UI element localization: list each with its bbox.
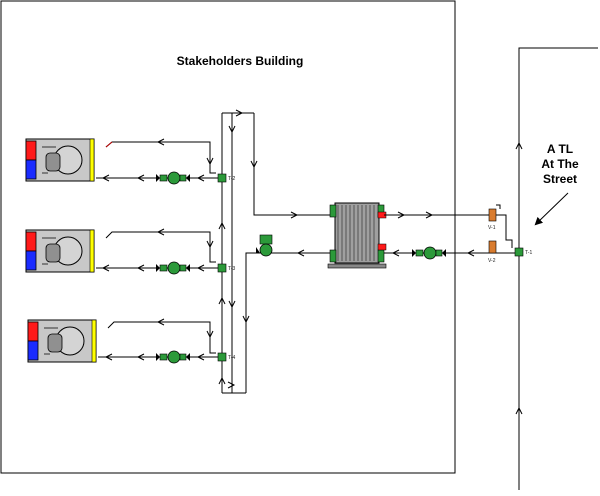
pump-unit-1: [155, 171, 191, 185]
pump-building-loop: [256, 234, 273, 257]
street-line: [518, 47, 598, 490]
atl-pointer-arrow: [534, 192, 569, 226]
tag-t4: T-4: [228, 355, 235, 361]
valve-v2: [488, 240, 497, 254]
building-outline: [0, 0, 456, 474]
pump-street-loop: [411, 246, 447, 260]
tag-t2: T-2: [228, 176, 235, 182]
tee-t4: [217, 352, 227, 362]
tee-t1: [514, 247, 524, 257]
tee-t3: [217, 263, 227, 273]
building-label: Stakeholders Building: [177, 54, 304, 68]
tag-v1: V-1: [488, 225, 496, 231]
pump-unit-2: [155, 261, 191, 275]
heat-exchanger: [327, 202, 387, 269]
valve-v1: [488, 208, 497, 222]
heat-pump-unit-1: [25, 138, 95, 182]
tag-v2: V-2: [488, 258, 496, 264]
atl-label-line3: Street: [543, 172, 577, 186]
heat-pump-unit-3: [27, 319, 97, 363]
atl-label-line2: At The: [541, 157, 579, 171]
tee-t2: [217, 173, 227, 183]
tag-t1: T-1: [525, 250, 532, 256]
tag-t3: T-3: [228, 266, 235, 272]
pump-unit-3: [155, 350, 191, 364]
atl-label-line1: A TL: [547, 142, 573, 156]
heat-pump-unit-2: [25, 229, 95, 273]
